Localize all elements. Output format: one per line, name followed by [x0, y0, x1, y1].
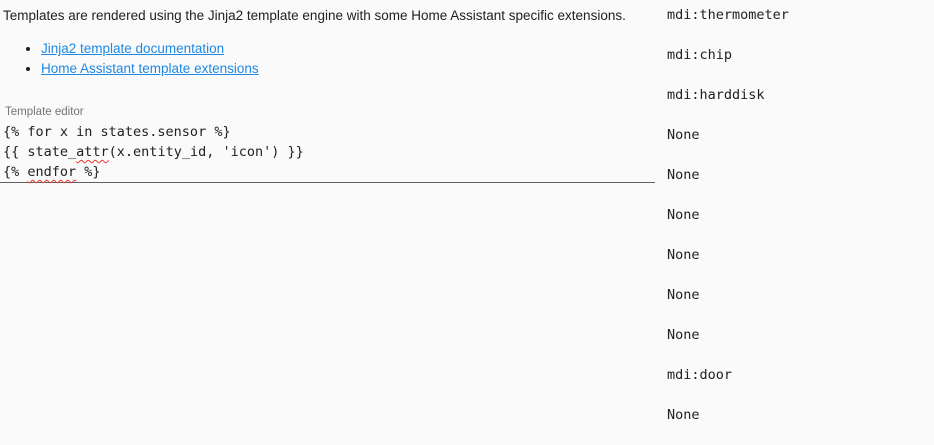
docs-link-item: Home Assistant template extensions [41, 59, 259, 79]
output-line: mdi:door [667, 367, 733, 383]
code-text: {% [3, 164, 28, 180]
template-editor-input[interactable]: {% for x in states.sensor %} {{ state_att… [0, 122, 655, 183]
output-line: None [667, 407, 700, 423]
code-line: {% for x in states.sensor %} [3, 122, 655, 142]
code-text: {% for x in states.sensor %} [3, 124, 231, 140]
docs-links: Jinja2 template documentationHome Assist… [0, 39, 259, 79]
code-line: {% endfor %} [3, 162, 655, 182]
output-line: mdi:thermometer [667, 7, 789, 23]
code-text: {{ state_ [3, 144, 77, 160]
docs-link-item: Jinja2 template documentation [41, 39, 259, 59]
output-line: None [667, 167, 700, 183]
output-line: None [667, 287, 700, 303]
template-editor-label: Template editor [5, 106, 84, 118]
output-line: None [667, 247, 700, 263]
output-line: None [667, 127, 700, 143]
code-text: %} [76, 164, 101, 180]
misspelled-word: endfor [27, 164, 77, 180]
template-editor: Template editor {% for x in states.senso… [0, 106, 655, 183]
output-line: mdi:harddisk [667, 87, 765, 103]
code-text: (x.entity_id, 'icon') }} [108, 144, 304, 160]
output-line: mdi:chip [667, 47, 733, 63]
misspelled-word: attr [76, 144, 109, 160]
code-line: {{ state_attr(x.entity_id, 'icon') }} [3, 142, 655, 162]
ha-extensions-link[interactable]: Home Assistant template extensions [41, 61, 259, 76]
output-line: None [667, 207, 700, 223]
output-line: None [667, 327, 700, 343]
jinja2-docs-link[interactable]: Jinja2 template documentation [41, 41, 225, 56]
intro-text: Templates are rendered using the Jinja2 … [3, 8, 626, 23]
